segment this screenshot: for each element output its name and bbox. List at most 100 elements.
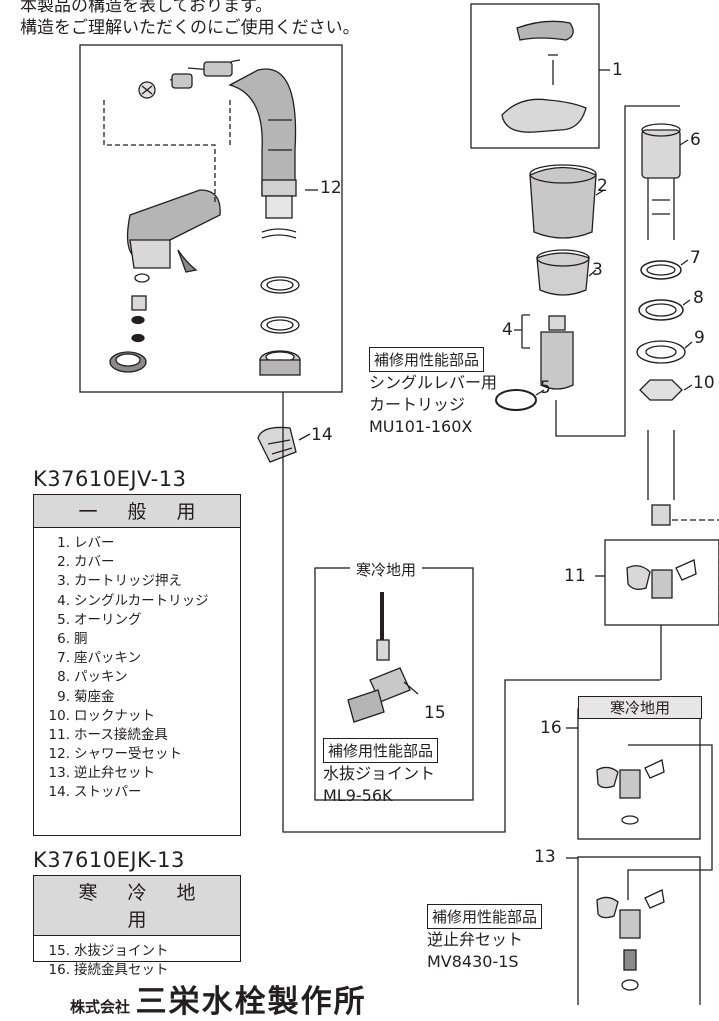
part-row: 13.逆止弁セット bbox=[42, 764, 240, 783]
part-row: 10.ロックナット bbox=[42, 707, 240, 726]
check-valve-line-1: 逆止弁セット bbox=[427, 930, 524, 949]
part-row: 8.パッキン bbox=[42, 668, 240, 687]
company-name: 株式会社 三栄水栓製作所 bbox=[70, 976, 367, 1021]
part-row: 9.菊座金 bbox=[42, 688, 240, 707]
part-name: ホース接続金具 bbox=[74, 726, 168, 743]
callout-1: 1 bbox=[612, 60, 623, 80]
callout-15: 15 bbox=[424, 703, 446, 723]
part-row: 12.シャワー受セット bbox=[42, 745, 240, 764]
part-number: 5. bbox=[57, 611, 70, 628]
callout-2: 2 bbox=[597, 176, 608, 196]
cold-table-header: 寒冷地用 bbox=[34, 876, 240, 936]
stopper-drawing bbox=[257, 426, 297, 463]
part-name: 接続金具セット bbox=[74, 962, 169, 979]
cartridge-drawing bbox=[540, 315, 574, 390]
cartridge-badge: 補修用性能部品 bbox=[369, 347, 485, 372]
fitting-set-title: 寒冷地用 bbox=[578, 696, 702, 719]
callout-11: 11 bbox=[564, 566, 586, 586]
part-number: 8. bbox=[57, 669, 70, 686]
callout-13: 13 bbox=[534, 847, 556, 867]
shower-nozzle-drawing bbox=[109, 189, 221, 373]
part-row: 6.胴 bbox=[42, 630, 240, 649]
part-number: 4. bbox=[57, 592, 70, 609]
part-number: 15. bbox=[48, 943, 70, 959]
body-drawing bbox=[641, 123, 689, 240]
part-row: 11.ホース接続金具 bbox=[42, 726, 240, 745]
part-row: 2.カバー bbox=[42, 553, 240, 572]
intro-line-1: 本製品の構造を表しております。 bbox=[20, 0, 273, 16]
part-number: 14. bbox=[48, 784, 70, 801]
general-model-number: K37610EJV-13 bbox=[33, 467, 187, 491]
part-row: 14.ストッパー bbox=[42, 783, 240, 802]
part-number: 3. bbox=[57, 573, 70, 590]
part-number: 1. bbox=[57, 535, 70, 551]
callout-3: 3 bbox=[592, 260, 603, 280]
part-number: 10. bbox=[48, 707, 70, 724]
general-table-header: 一般用 bbox=[34, 495, 240, 528]
part-number: 12. bbox=[48, 746, 70, 763]
part-number: 9. bbox=[57, 688, 70, 705]
cartridge-line-1: シングルレバー用 bbox=[369, 373, 498, 392]
callout-14: 14 bbox=[311, 425, 333, 445]
drain-joint-drawing bbox=[347, 592, 419, 723]
callout-8: 8 bbox=[693, 288, 704, 308]
part-name: パッキン bbox=[74, 669, 128, 686]
part-name: 座パッキン bbox=[74, 650, 142, 667]
callout-16: 16 bbox=[540, 718, 562, 738]
intro-line-2: 構造をご理解いただくのにご使用ください。 bbox=[20, 18, 360, 38]
part-name: 水抜ジョイント bbox=[74, 943, 169, 959]
part-name: 菊座金 bbox=[74, 688, 115, 705]
company-main-name: 三栄水栓製作所 bbox=[135, 984, 367, 1020]
part-name: ロックナット bbox=[74, 707, 155, 724]
cartridge-model: MU101-160X bbox=[369, 417, 473, 436]
callout-4: 4 bbox=[502, 320, 513, 340]
part-row: 15.水抜ジョイント bbox=[42, 942, 240, 961]
callout-5: 5 bbox=[540, 378, 551, 398]
drain-joint-badge: 補修用性能部品 bbox=[323, 738, 439, 763]
cartridge-line-2: カートリッジ bbox=[369, 395, 466, 414]
part-name: シャワー受セット bbox=[74, 746, 182, 763]
cold-model-number: K37610EJK-13 bbox=[33, 848, 185, 872]
part-name: レバー bbox=[74, 535, 115, 551]
lever-frame bbox=[470, 3, 600, 149]
callout-12: 12 bbox=[320, 178, 342, 198]
part-number: 6. bbox=[57, 630, 70, 647]
part-name: カートリッジ押え bbox=[74, 573, 182, 590]
part-name: オーリング bbox=[74, 611, 142, 628]
part-row: 4.シングルカートリッジ bbox=[42, 592, 240, 611]
drain-joint-model: ML9-56K bbox=[323, 786, 393, 805]
part-number: 2. bbox=[57, 554, 70, 571]
part-name: シングルカートリッジ bbox=[74, 592, 209, 609]
part-name: カバー bbox=[74, 554, 115, 571]
part-name: 胴 bbox=[74, 630, 88, 647]
part-number: 16. bbox=[48, 962, 70, 979]
drain-joint-title: 寒冷地用 bbox=[350, 559, 423, 580]
check-valve-frame bbox=[577, 856, 701, 1005]
callout-10: 10 bbox=[693, 373, 715, 393]
part-number: 7. bbox=[57, 650, 70, 667]
callout-7: 7 bbox=[690, 248, 701, 268]
part-name: 逆止弁セット bbox=[74, 765, 155, 782]
part-row: 1.レバー bbox=[42, 534, 240, 553]
check-valve-model: MV8430-1S bbox=[427, 952, 519, 971]
part-row: 3.カートリッジ押え bbox=[42, 572, 240, 591]
drain-joint-line-1: 水抜ジョイント bbox=[323, 764, 436, 783]
part-row: 7.座パッキン bbox=[42, 649, 240, 668]
shower-set-frame bbox=[79, 44, 343, 393]
part-number: 13. bbox=[48, 765, 70, 782]
shower-washers-drawing bbox=[259, 276, 301, 376]
callout-6: 6 bbox=[690, 130, 701, 150]
part-row: 16.接続金具セット bbox=[42, 961, 240, 980]
company-prefix: 株式会社 bbox=[70, 998, 131, 1016]
part-number: 11. bbox=[48, 726, 70, 743]
part-name: ストッパー bbox=[74, 784, 142, 801]
check-valve-badge: 補修用性能部品 bbox=[427, 904, 543, 929]
part-row: 5.オーリング bbox=[42, 611, 240, 630]
hose-fitting-frame bbox=[604, 539, 719, 626]
shower-head-drawing bbox=[138, 59, 297, 239]
